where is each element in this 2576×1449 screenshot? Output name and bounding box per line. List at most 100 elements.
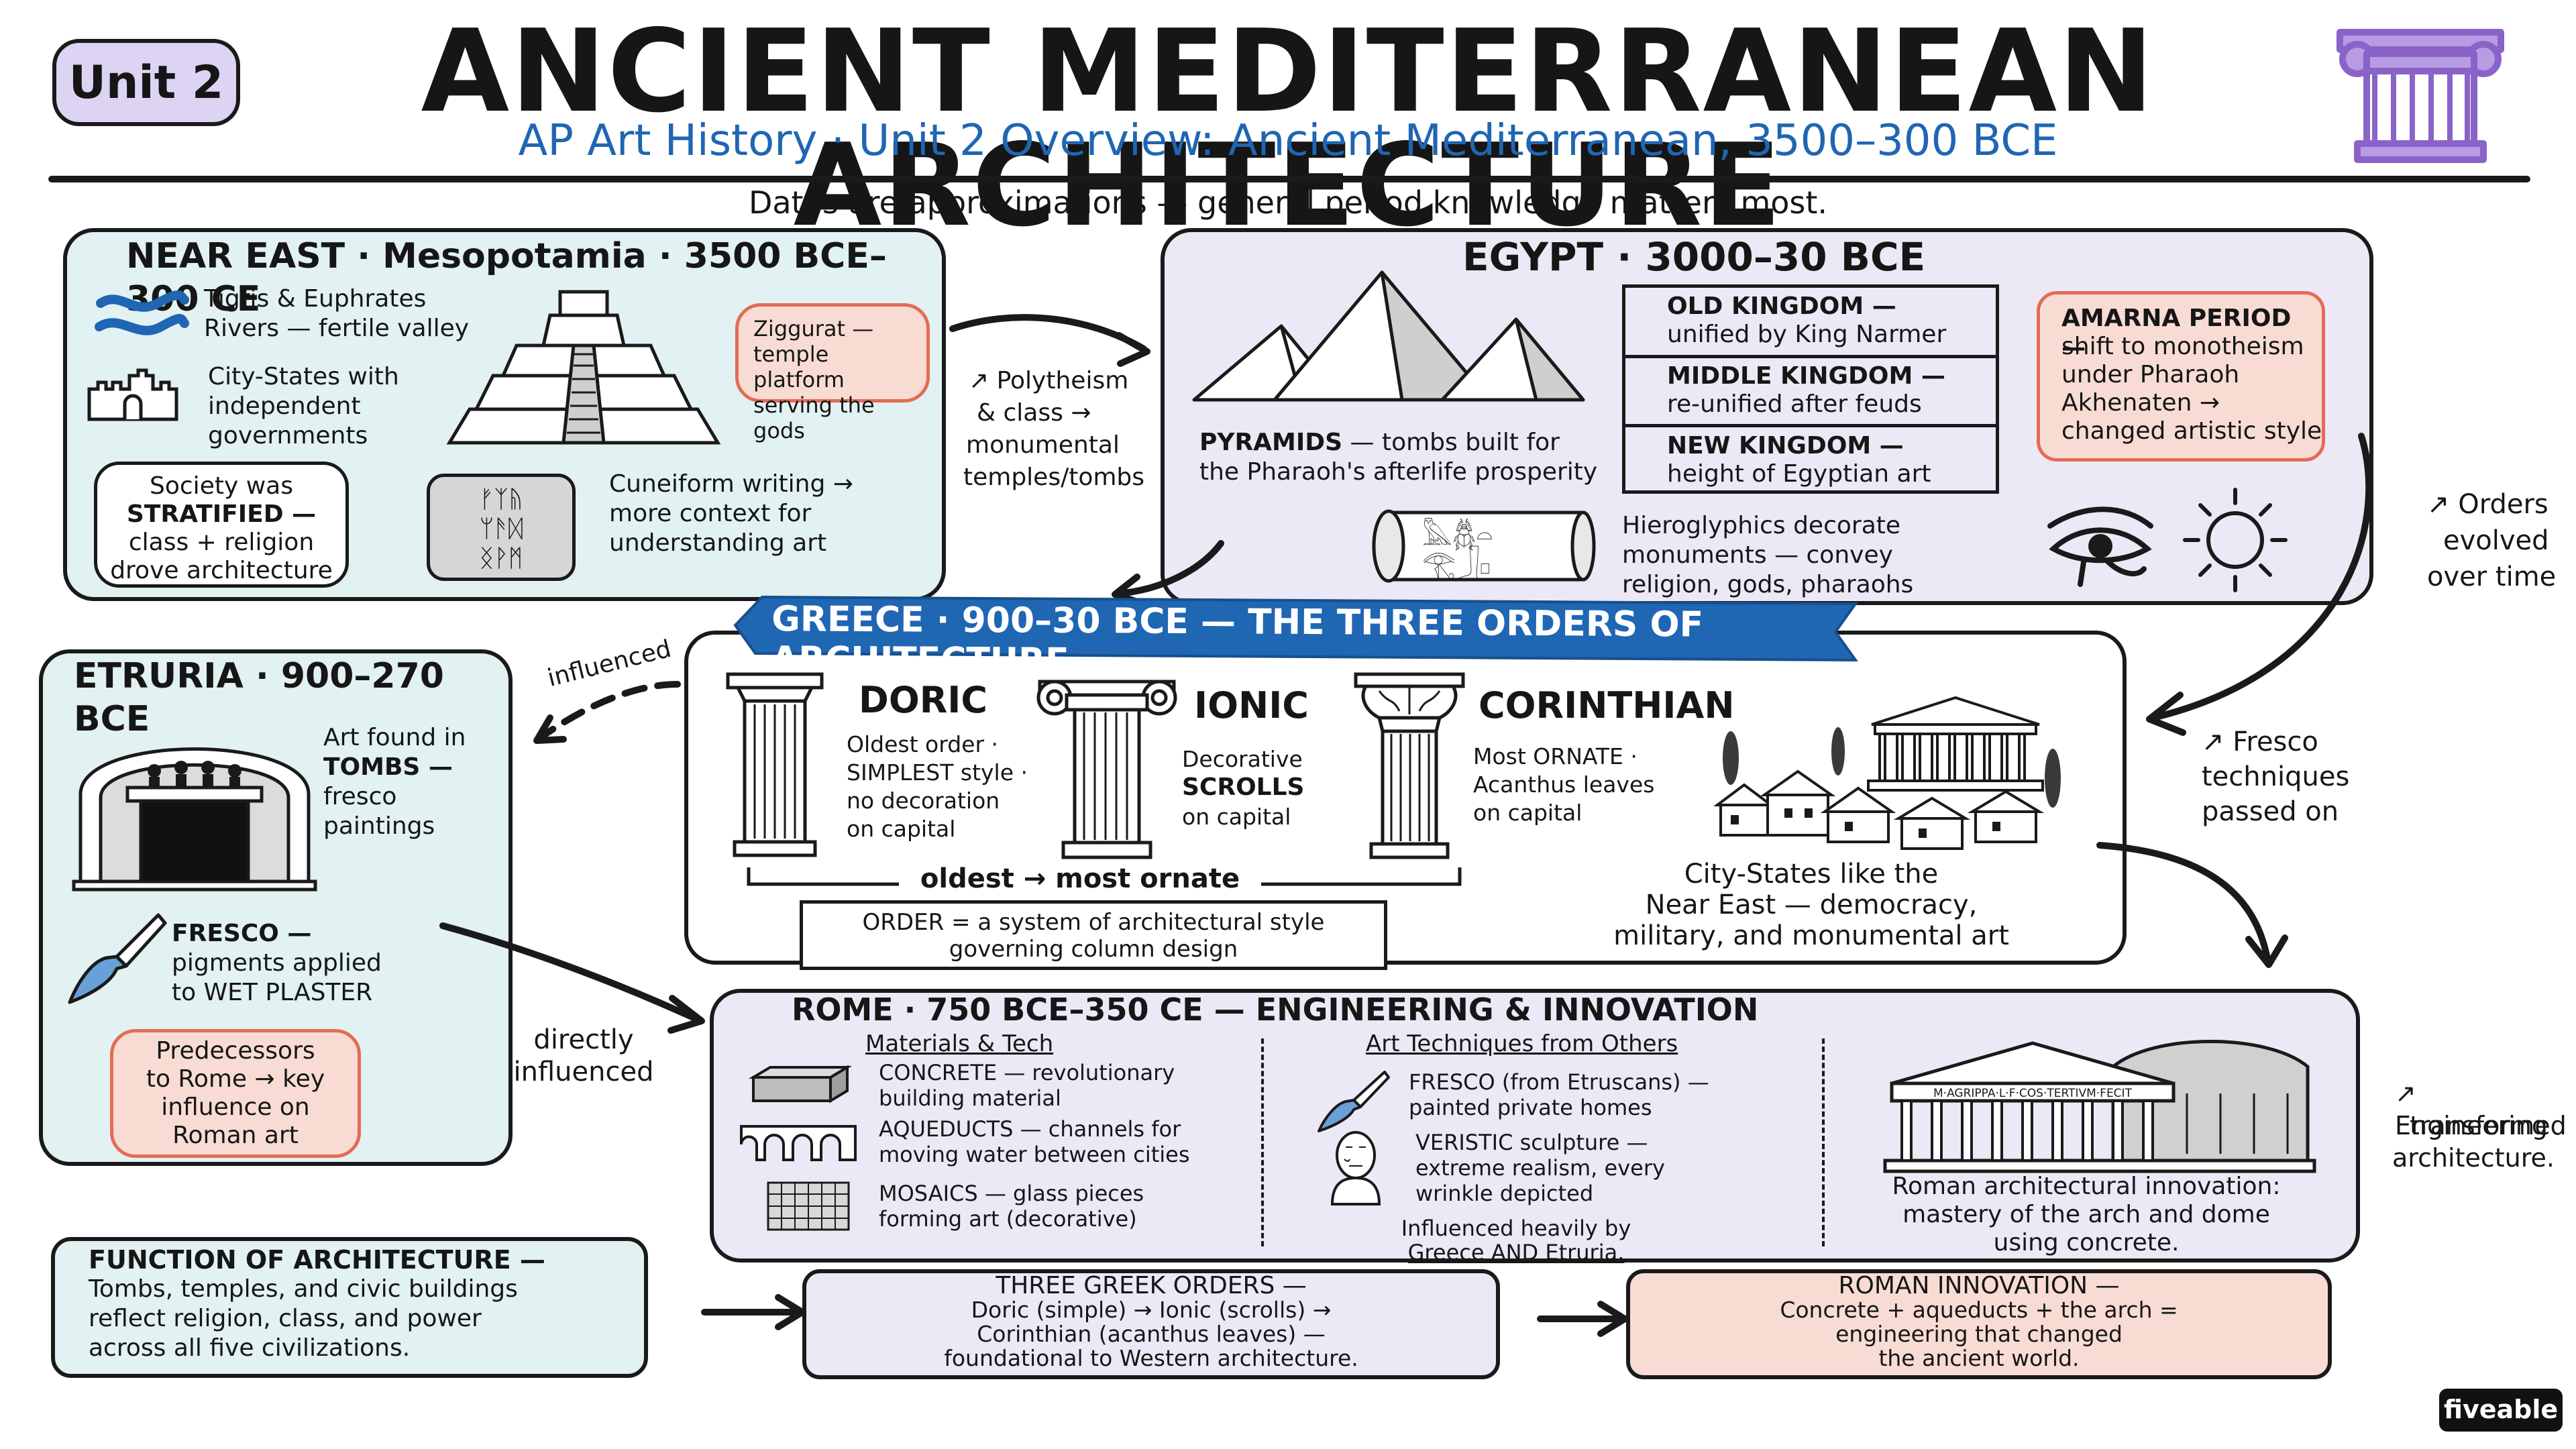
innovation-line-3: using concrete. — [1993, 1229, 2180, 1256]
doric-name: DORIC — [859, 679, 988, 721]
cuneiform-text: Cuneiform writing → more context for und… — [609, 470, 853, 557]
greek-orders-line-2: Doric (simple) → Ionic (scrolls) → — [971, 1297, 1332, 1323]
polytheism-line-2: & class → — [977, 399, 1091, 427]
veristic-bust-icon — [1330, 1131, 1381, 1205]
tombs-line-1: Art found in — [323, 724, 466, 751]
etruria-heading: ETRURIA · 900–270 BCE — [74, 656, 444, 739]
mosaic-icon — [767, 1181, 850, 1231]
fiveable-logo-text: fiveable — [2443, 1395, 2559, 1424]
fresco-passed-line-3: passed on — [2202, 796, 2339, 827]
amarna-line-1: AMARNA PERIOD — — [2061, 305, 2292, 362]
ionic-line-3: on capital — [1182, 804, 1291, 830]
roman-innovation-line-1: ROMAN INNOVATION — — [1838, 1272, 2120, 1299]
polytheism-line-3: monumental — [966, 431, 1120, 459]
pyramids-illustration — [1192, 270, 1585, 402]
aqueducts-line-1: AQUEDUCTS — channels for — [879, 1116, 1181, 1142]
function-line-4: across all five civilizations. — [89, 1334, 411, 1362]
amarna-line-4: Akhenaten → — [2061, 389, 2220, 417]
rome-heading: ROME · 750 BCE–350 CE — ENGINEERING & IN… — [792, 991, 1759, 1028]
function-line-1: FUNCTION OF ARCHITECTURE — — [89, 1245, 545, 1275]
roman-innovation-summary-box: ROMAN INNOVATION — Concrete + aqueducts … — [1626, 1269, 2332, 1379]
city-wall-icon — [87, 368, 178, 421]
greek-city-line-2: Near East — democracy, — [1645, 890, 1978, 920]
page-subtitle: AP Art History · Unit 2 Overview: Ancien… — [518, 116, 2058, 166]
hieroglyphics-text: Hieroglyphics decorate monuments — conve… — [1622, 512, 1914, 598]
function-line-3: reflect religion, class, and power — [89, 1305, 482, 1332]
eye-of-horus-icon — [2047, 506, 2153, 587]
roman-innovation-line-2: Concrete + aqueducts + the arch = — [1780, 1297, 2178, 1323]
tombs-line-3: fresco paintings — [323, 783, 435, 840]
unit-badge-label: Unit 2 — [68, 56, 224, 109]
concrete-line-1: CONCRETE — revolutionary — [879, 1060, 1175, 1085]
doric-line-2: SIMPLEST style · — [847, 759, 1028, 786]
engineering-line-1: ↗ Engineering — [2395, 1079, 2548, 1140]
river-icon — [95, 290, 189, 335]
kingdoms-table: OLD KINGDOM — unified by King Narmer MID… — [1622, 284, 1999, 494]
amarna-line-5: changed artistic style — [2061, 417, 2322, 445]
ionic-name: IONIC — [1194, 684, 1309, 727]
stratified-line-4: drove architecture — [110, 557, 333, 584]
corinthian-line-2: Acanthus leaves — [1473, 771, 1655, 798]
fresco-passed-line-1: ↗ Fresco — [2202, 727, 2318, 757]
fresco-line-3: to WET PLASTER — [172, 979, 373, 1006]
polytheism-line-4: temples/tombs — [963, 464, 1145, 491]
mosaics-line-2: forming art (decorative) — [879, 1206, 1137, 1232]
fiveable-logo: fiveable — [2439, 1389, 2563, 1432]
pyramids-desc: — tombs built for the Pharaoh's afterlif… — [1199, 429, 1598, 486]
middle-kingdom-desc: re-unified after feuds — [1667, 390, 1922, 418]
concrete-line-2: building material — [879, 1085, 1061, 1111]
engineering-line-2: transformed — [2410, 1111, 2567, 1140]
ziggurat-bubble: Ziggurat — temple platform serving the g… — [735, 303, 930, 443]
predecessors-bubble: Predecessors to Rome → key influence on … — [110, 1029, 361, 1158]
fresco-line-2: pigments applied — [172, 949, 382, 977]
veristic-line-2: extreme realism, every — [1415, 1155, 1665, 1181]
pantheon-illustration: M·AGRIPPA·L·F·COS·TERTIVM·FECIT — [1883, 1040, 2316, 1173]
orders-evolved-line-3: over time — [2427, 561, 2557, 592]
papyrus-scroll-icon: 𓅓𓆣𓏏 𓂀𓃀𓊪 — [1372, 509, 1596, 583]
doric-line-3: no decoration — [847, 788, 1000, 814]
rome-divider-1 — [1261, 1038, 1264, 1246]
stratified-line-1: Society was — [150, 472, 293, 500]
greece-to-rome-arrow — [2096, 842, 2288, 968]
predecessors-line-1: Predecessors — [156, 1037, 315, 1065]
tombs-line-2: TOMBS — — [323, 753, 453, 781]
stratified-line-3: class + religion — [128, 529, 315, 556]
greece-banner — [733, 595, 1858, 662]
corinthian-line-3: on capital — [1473, 800, 1582, 826]
new-kingdom-desc: height of Egyptian art — [1667, 460, 1931, 488]
ziggurat-illustration — [446, 290, 721, 445]
ionic-column-illustration — [1036, 680, 1177, 859]
old-kingdom-desc: unified by King Narmer — [1667, 321, 1947, 348]
rome-influenced-line-1: Influenced heavily by — [1401, 1216, 1631, 1241]
orders-evolved-arrow — [2146, 433, 2373, 736]
near-east-to-egypt-arrow — [949, 314, 1150, 367]
egypt-heading: EGYPT · 3000–30 BCE — [1462, 234, 1926, 280]
greek-orders-line-1: THREE GREEK ORDERS — — [996, 1272, 1307, 1299]
greece-to-etruria-dashed-arrow — [533, 681, 681, 744]
pyramids-title: PYRAMIDS — [1199, 429, 1343, 456]
veristic-line-1: VERISTIC sculpture — — [1415, 1130, 1648, 1155]
greek-orders-line-4: foundational to Western architecture. — [944, 1345, 1358, 1371]
stratified-line-2: STRATIFIED — — [126, 500, 317, 528]
order-definition-box: ORDER = a system of architectural style … — [800, 900, 1387, 970]
pyramids-text: PYRAMIDS — tombs built for the Pharaoh's… — [1199, 428, 1602, 487]
svg-text:𓅓𓆣𓏏: 𓅓𓆣𓏏 — [1422, 518, 1493, 551]
svg-text:𓂀𓃀𓊪: 𓂀𓃀𓊪 — [1422, 546, 1491, 581]
rome-brush-icon — [1318, 1071, 1390, 1132]
corinthian-line-1: Most ORNATE · — [1473, 743, 1638, 769]
function-summary-box: FUNCTION OF ARCHITECTURE — Tombs, temple… — [51, 1237, 648, 1378]
header-divider — [48, 176, 2530, 182]
etruria-to-rome-arrow — [439, 922, 705, 1034]
doric-line-4: on capital — [847, 816, 956, 842]
ziggurat-text: Ziggurat — temple platform serving the g… — [753, 316, 875, 443]
greek-orders-line-3: Corinthian (acanthus leaves) — — [977, 1321, 1326, 1347]
predecessors-line-3: influence on — [161, 1093, 310, 1121]
greek-city-line-3: military, and monumental art — [1613, 920, 2009, 951]
veristic-line-3: wrinkle depicted — [1415, 1181, 1594, 1206]
rome-divider-2 — [1822, 1038, 1825, 1246]
greek-city-illustration — [1713, 696, 2061, 850]
roman-innovation-line-4: the ancient world. — [1878, 1345, 2080, 1371]
near-east-heading: NEAR EAST · Mesopotamia · 3500 BCE–300 C… — [126, 236, 887, 319]
